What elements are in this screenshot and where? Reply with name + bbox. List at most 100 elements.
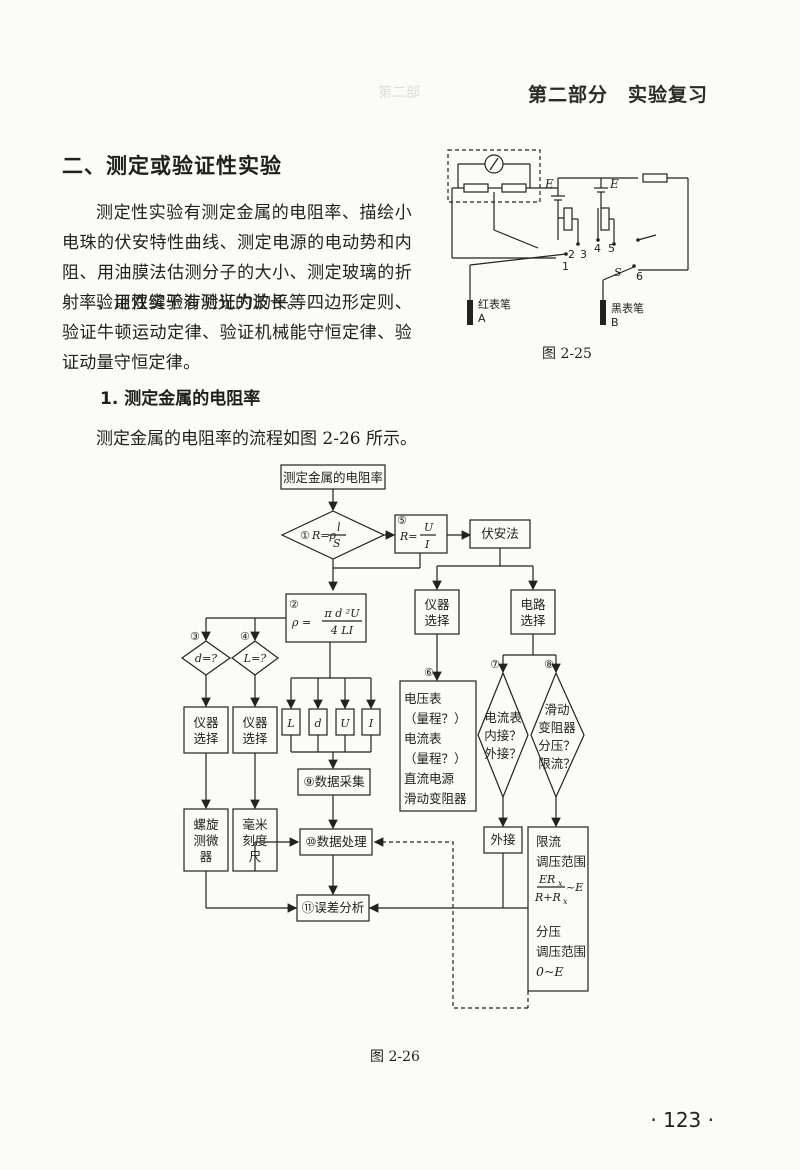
outer-label: 外接 [490, 832, 516, 847]
n3-text: d=? [195, 652, 217, 665]
range-frac-den: R+R [534, 891, 561, 904]
data-process-box [299, 828, 373, 856]
data-collect-box [297, 768, 371, 796]
micrometer-line1: 螺旋 [193, 817, 219, 832]
data-collect-label: ⑨数据采集 [303, 774, 365, 789]
battery-label-2: E [609, 177, 619, 191]
terminal-3: 3 [580, 248, 587, 261]
terminal-2: 2 [568, 248, 575, 261]
section-title: 二、测定或验证性实验 [62, 154, 282, 178]
range-frac-num: ER [538, 873, 555, 886]
n7-line2: 内接？ [484, 728, 522, 743]
n8-line1: 滑动 [544, 702, 569, 717]
start-label: 测定金属的电阻率 [283, 470, 383, 485]
range-frac-num-sub: x [558, 879, 563, 888]
instr-3-line1: 仪器 [424, 597, 450, 612]
micrometer-line2: 测微 [193, 833, 219, 848]
section-header: 第二部分 实验复习 [527, 84, 708, 106]
instr-3-line2: 选择 [424, 613, 450, 628]
instr-list-4: （量程？） [404, 751, 467, 766]
range-l2: 调压范围 [536, 854, 586, 869]
instr-1-line1: 仪器 [193, 715, 219, 730]
switch-label: S [614, 266, 622, 279]
error-analysis-label: ⑪误差分析 [302, 900, 365, 915]
var-L: L [286, 717, 294, 730]
instr-list-2: （量程？） [404, 711, 467, 726]
instr-box-2 [232, 706, 278, 754]
n2-numerator: π d ²U [324, 607, 361, 620]
n8-number: ⑧ [544, 658, 554, 671]
battery-label-1: E [544, 177, 554, 191]
n6-number: ⑥ [424, 666, 434, 679]
n8-line3: 分压？ [538, 738, 576, 753]
n7-number: ⑦ [490, 658, 500, 671]
instr-list-5: 直流电源 [404, 771, 455, 786]
flow-intro-text: 测定金属的电阻率的流程如图 2-26 所示。 [96, 429, 417, 449]
n7-line1: 电流表 [484, 710, 522, 725]
terminal-4: 4 [594, 242, 601, 255]
circuit-diagram: E E 1 2 3 4 5 6 S 红表笔 A 黑表笔 B [447, 149, 689, 329]
var-I: I [368, 717, 374, 730]
n4-text: L=? [243, 652, 267, 665]
instr-list-3: 电流表 [404, 731, 442, 746]
n4-number: ④ [240, 630, 250, 643]
black-probe-icon [600, 300, 606, 325]
ruler-line2: 刻度 [242, 833, 268, 848]
range-l4: 调压范围 [536, 944, 586, 959]
n5-formula: R= [399, 530, 418, 543]
var-d: d [314, 717, 321, 730]
n5-numerator: U [424, 521, 434, 534]
diamond-n7 [477, 671, 529, 799]
terminal-1: 1 [562, 260, 569, 273]
instr-box-1 [183, 706, 229, 754]
red-probe-icon [467, 300, 473, 325]
instr-list-box [399, 680, 477, 812]
n7-line3: 外接？ [484, 746, 522, 761]
range-box [527, 826, 589, 992]
ruler-line3: 尺 [249, 849, 262, 864]
var-U: U [340, 717, 350, 730]
paragraph-measurement: 测定性实验有测定金属的电阻率、描绘小电珠的伏安特性曲线、测定电源的电动势和内阻、… [62, 203, 412, 313]
n5-denominator: I [424, 538, 430, 551]
range-l5: 0~E [536, 964, 564, 979]
circuit-select-line1: 电路 [520, 597, 546, 612]
n2-rho: ρ = [291, 616, 311, 629]
circuit-select-line2: 选择 [520, 613, 546, 628]
diamond-n3 [180, 640, 232, 676]
instr-list-6: 滑动变阻器 [404, 791, 467, 806]
diamond-n8 [530, 671, 585, 799]
instr-2-line1: 仪器 [242, 715, 268, 730]
black-probe-letter: B [611, 316, 619, 329]
n3-number: ③ [190, 630, 200, 643]
diamond-n4 [230, 640, 280, 676]
range-frac-tail: ~E [566, 881, 583, 894]
volt-amp-label: 伏安法 [481, 526, 519, 541]
data-process-label: ⑩数据处理 [305, 834, 367, 849]
range-l1: 限流 [536, 834, 562, 849]
black-probe-label: 黑表笔 [611, 301, 644, 315]
circuit-caption: 图 2-25 [542, 346, 592, 362]
instr-list-1: 电压表 [404, 691, 442, 706]
page-number: · 123 · [650, 1108, 714, 1132]
terminal-5: 5 [608, 242, 615, 255]
range-l3: 分压 [536, 924, 561, 939]
instr-2-line2: 选择 [242, 731, 268, 746]
n1-formula: R=ρ [311, 529, 336, 542]
micrometer-line3: 器 [200, 849, 213, 864]
n2-number: ② [289, 598, 299, 611]
red-probe-label: 红表笔 [478, 297, 511, 311]
ruler-line1: 毫米 [242, 817, 268, 832]
instr-1-line2: 选择 [193, 731, 219, 746]
n1-number: ① [300, 529, 310, 542]
n5-number: ⑤ [397, 514, 407, 527]
n8-line4: 限流？ [538, 756, 576, 771]
n8-line2: 变阻器 [538, 720, 576, 735]
terminal-6: 6 [636, 270, 643, 283]
subsection-title: 1. 测定金属的电阻率 [100, 389, 261, 409]
box-n5 [394, 514, 448, 554]
n1-denominator: S [333, 537, 341, 550]
range-frac-den-sub: x [563, 897, 568, 906]
flowchart-caption: 图 2-26 [370, 1049, 420, 1065]
paragraph-verification: 验证性实验有验证力的平等四边形定则、验证牛顿运动定律、验证机械能守恒定律、验证动… [62, 293, 412, 373]
